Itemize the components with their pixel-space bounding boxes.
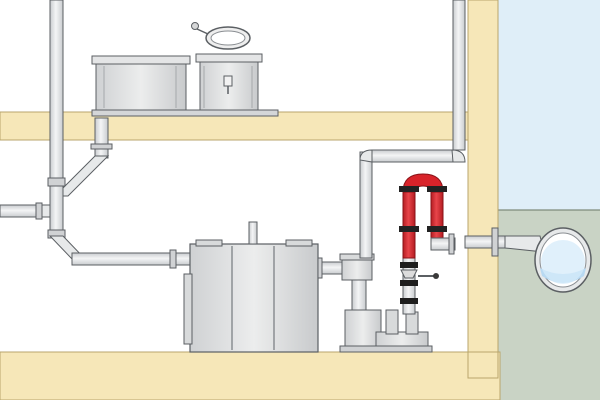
wall-footing	[467, 351, 499, 379]
inflow-pipes	[0, 177, 191, 269]
upper-drain-pipe	[53, 117, 113, 197]
kitchen-tilting-pan-icon	[191, 22, 263, 111]
backflow-loop	[399, 173, 456, 259]
right-vent-pipe	[452, 0, 466, 151]
exterior	[498, 0, 600, 400]
building-structure	[0, 0, 501, 400]
exterior-sky	[498, 0, 600, 210]
lifting-station-pump-icon	[339, 253, 433, 353]
sewer-pipe-icon	[534, 227, 592, 293]
left-vertical-pipe	[49, 0, 64, 179]
upper-floor-slab	[0, 111, 471, 141]
basement-floor-slab	[0, 351, 501, 400]
kitchen-counter	[91, 109, 279, 117]
grease-separator-tank-icon	[183, 221, 345, 353]
sewer-connection	[464, 227, 592, 293]
exterior-wall	[467, 0, 499, 379]
shutoff-valve-icon	[400, 262, 439, 304]
kitchen-equipment	[91, 22, 279, 117]
kitchen-cooking-kettle-icon	[91, 55, 191, 111]
